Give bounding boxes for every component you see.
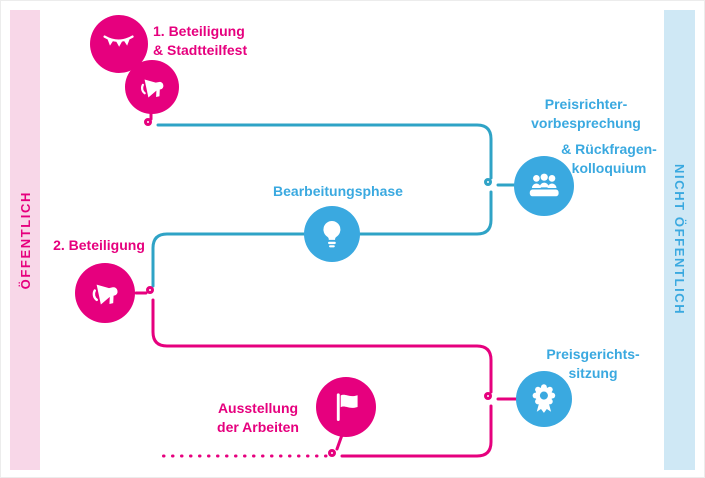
label-line: Ausstellung xyxy=(217,400,299,416)
node-preisrichter xyxy=(514,156,574,216)
megaphone-icon xyxy=(140,79,164,98)
label-beteiligung-1: 1. Beteiligung & Stadtteilfest xyxy=(153,22,283,60)
label-line: vorbesprechung xyxy=(531,115,641,131)
label-line: kolloquium xyxy=(571,160,647,176)
connector-dot-2 xyxy=(484,178,492,186)
node-preisgericht xyxy=(516,371,572,427)
label-line: Preisrichter- xyxy=(544,96,628,112)
label-line: Bearbeitungsphase xyxy=(273,183,403,199)
label-line: Preisgerichts- xyxy=(546,346,640,362)
line-phase-4 xyxy=(340,404,493,458)
award-rosette-icon xyxy=(532,384,556,413)
flag-icon xyxy=(336,393,358,421)
line-phase-1 xyxy=(156,123,493,180)
jury-panel-icon xyxy=(529,173,559,197)
connector-dot-5 xyxy=(328,449,336,457)
node-beteiligung-2 xyxy=(75,263,135,323)
label-beteiligung-2: 2. Beteiligung xyxy=(43,236,155,255)
label-preisgericht: Preisgerichts- sitzung xyxy=(518,345,668,383)
connector-dot-1 xyxy=(144,118,152,126)
label-ausstellung: Ausstellung der Arbeiten xyxy=(201,399,315,437)
lightbulb-icon xyxy=(323,221,341,248)
public-band: ÖFFENTLICH xyxy=(10,10,40,470)
label-line: der Arbeiten xyxy=(217,419,299,435)
label-line: 1. Beteiligung xyxy=(153,23,245,39)
label-preisrichter-side: & Rückfragen- kolloquium xyxy=(547,140,671,178)
node-bearbeitungsphase xyxy=(304,206,360,262)
node-ausstellung xyxy=(316,377,376,437)
node-beteiligung-1-megaphone xyxy=(125,60,179,114)
label-preisrichter-top: Preisrichter- vorbesprechung xyxy=(506,95,666,133)
label-line: & Rückfragen- xyxy=(561,141,657,157)
non-public-band-label: NICHT ÖFFENTLICH xyxy=(672,164,687,316)
megaphone-icon xyxy=(92,284,118,305)
label-line: & Stadtteilfest xyxy=(153,42,248,58)
label-bearbeitungsphase: Bearbeitungsphase xyxy=(253,182,423,201)
non-public-band: NICHT ÖFFENTLICH xyxy=(664,10,695,470)
bunting-icon xyxy=(103,35,135,48)
connector-dot-3 xyxy=(146,286,154,294)
line-stub-flag xyxy=(335,433,344,451)
label-line: sitzung xyxy=(568,365,618,381)
connector-dot-4 xyxy=(484,392,492,400)
label-line: 2. Beteiligung xyxy=(53,237,145,253)
line-phase-3 xyxy=(151,298,493,394)
